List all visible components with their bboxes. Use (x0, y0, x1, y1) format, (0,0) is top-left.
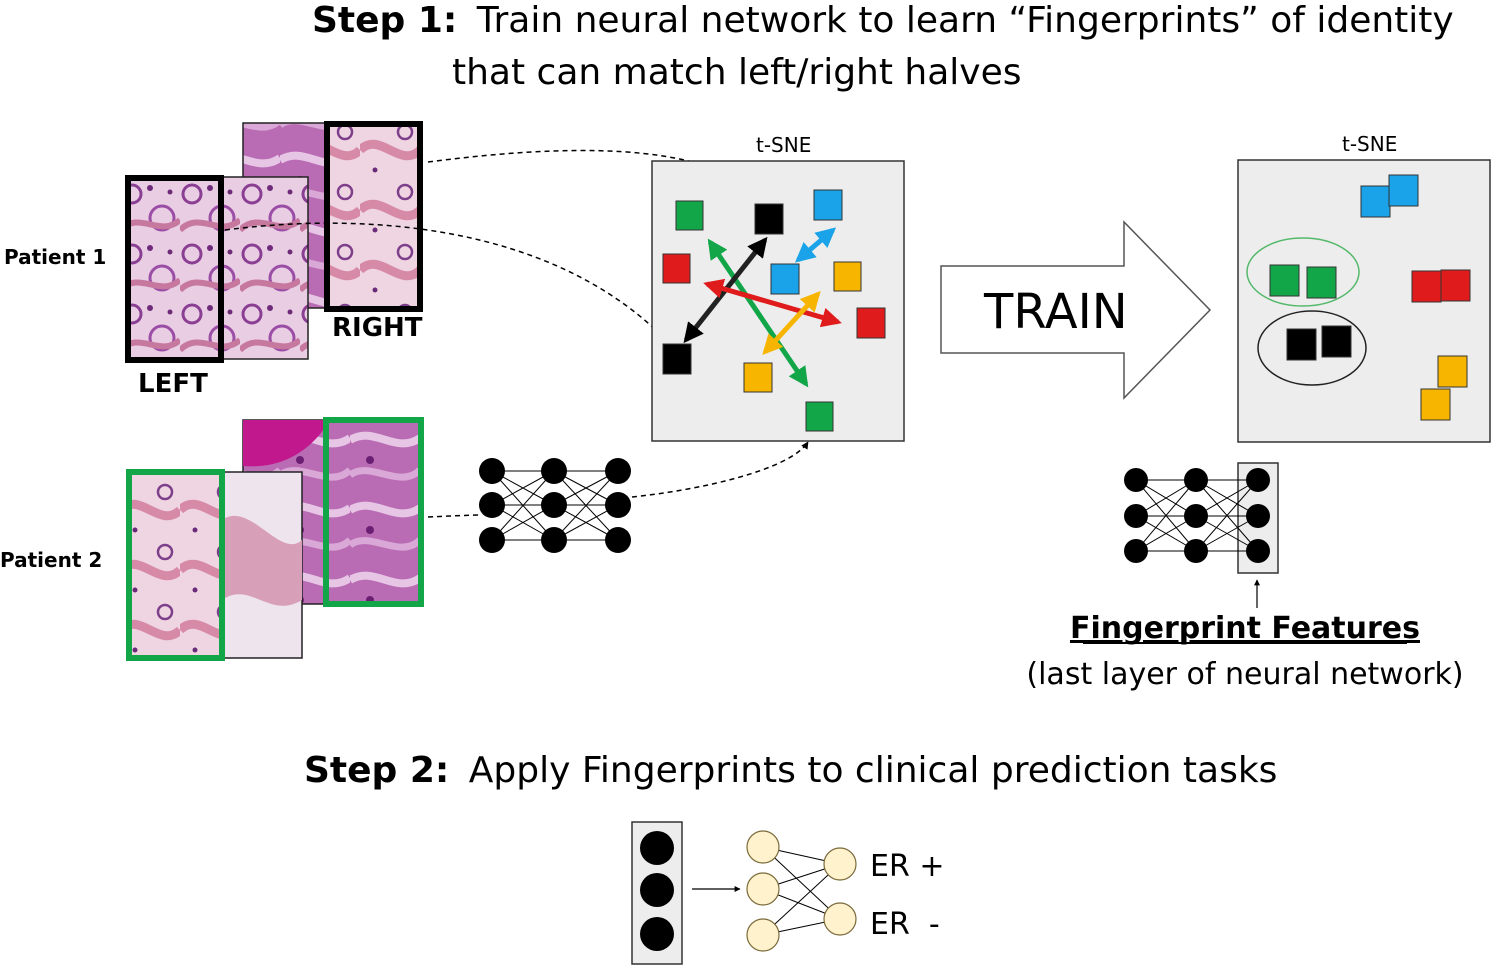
step2-title: Step 2: Apply Fingerprints to clinical p… (304, 750, 1277, 791)
patient-1-right-half (324, 121, 423, 312)
patient-2-middle-stain (222, 515, 302, 606)
point-red-2 (856, 307, 886, 339)
step2-text: Apply Fingerprints to clinical predictio… (469, 750, 1278, 791)
tsne-right-label: t-SNE (1342, 132, 1397, 156)
step1-bold: Step 1: (312, 0, 457, 41)
point-red-1 (662, 253, 691, 284)
cluster-blue-b (1388, 174, 1419, 207)
point-blue-2 (770, 263, 800, 295)
arrow-blue (794, 227, 837, 263)
step2-bold: Step 2: (304, 750, 449, 791)
cluster-ring-black (1257, 310, 1367, 386)
connector-network-to-green (631, 441, 809, 498)
patient-1-middle-slide (221, 176, 309, 360)
point-green-2 (805, 401, 834, 432)
point-blue-1 (813, 189, 843, 221)
train-label: TRAIN (983, 284, 1128, 340)
cluster-green-a (1269, 264, 1300, 297)
output-er-positive: ER + (870, 849, 944, 884)
tsne-right-points (1269, 174, 1471, 421)
patient-1-tissue-stack (125, 121, 423, 363)
step1-title: Step 1: Train neural network to learn “F… (312, 0, 1454, 41)
point-black-1 (754, 203, 784, 235)
point-black-2 (662, 343, 692, 375)
cluster-black-b (1321, 325, 1352, 358)
connector-left-half-to-black (224, 222, 669, 343)
connector-patient2-to-network (427, 514, 483, 518)
cluster-green-b (1306, 266, 1337, 299)
cluster-ring-green (1246, 237, 1360, 307)
cluster-orange-a (1437, 355, 1468, 388)
classifier-network-icon (746, 830, 857, 952)
fingerprint-network-icon (1124, 462, 1279, 574)
cluster-black-a (1286, 328, 1317, 361)
fingerprint-title: Fingerprint Features (1070, 611, 1420, 646)
patient-2-right-half (323, 417, 424, 607)
cluster-red-a (1411, 270, 1442, 303)
step1-line2: that can match left/right halves (452, 52, 1022, 93)
patient-2-left-half (126, 469, 225, 661)
cluster-red-b (1440, 269, 1471, 302)
patient-1-label: Patient 1 (4, 245, 106, 269)
step1-line1: Train neural network to learn “Fingerpri… (476, 0, 1454, 41)
cluster-orange-b (1420, 388, 1451, 421)
train-arrow (940, 220, 1212, 400)
tsne-left-match-arrows (683, 227, 842, 388)
point-orange-1 (833, 261, 862, 292)
patient-2-stain-region (243, 420, 330, 467)
patient-1-left-half (125, 175, 224, 363)
arrow-orange (762, 291, 821, 355)
tsne-left-label: t-SNE (756, 133, 811, 157)
patient-2-tissue-stack (126, 417, 424, 661)
left-label: LEFT (138, 369, 208, 399)
point-green-1 (675, 200, 704, 231)
cluster-blue-a (1360, 185, 1391, 218)
neural-network-icon (479, 458, 631, 553)
output-er-negative: ER - (870, 907, 940, 942)
patient-2-label: Patient 2 (0, 548, 102, 572)
right-label: RIGHT (332, 313, 423, 343)
fingerprint-subtitle: (last layer of neural network) (1026, 657, 1463, 692)
fingerprint-vector (631, 821, 683, 965)
point-orange-2 (743, 362, 773, 393)
